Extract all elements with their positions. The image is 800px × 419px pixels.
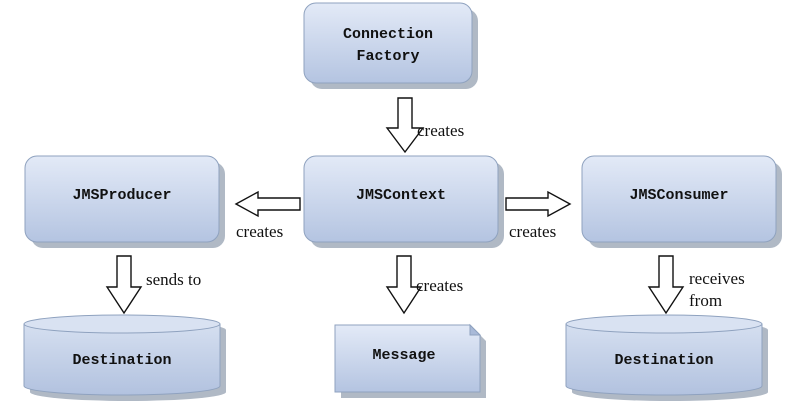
arrow-factory-to-context — [385, 97, 425, 154]
message-node: Message — [334, 323, 486, 398]
jms-producer-node: JMSProducer — [24, 155, 225, 248]
edge-label-context-to-consumer: creates — [509, 222, 556, 241]
jms-context-node: JMSContext — [303, 155, 504, 248]
arrow-context-to-consumer — [505, 190, 572, 218]
jms-consumer-node: JMSConsumer — [581, 155, 782, 248]
edge-label-consumer-from-destination-line1: receives — [689, 269, 745, 288]
edge-label-context-to-producer: creates — [236, 222, 283, 241]
jms-consumer-label: JMSConsumer — [629, 187, 728, 204]
destination-right-node: Destination — [565, 314, 768, 401]
edge-label-consumer-from-destination-line2: from — [689, 291, 722, 310]
arrow-context-to-producer — [234, 190, 301, 218]
arrow-context-to-message — [385, 255, 423, 315]
jms-producer-label: JMSProducer — [72, 187, 171, 204]
connection-factory-node: Connection Factory — [303, 2, 478, 89]
message-label: Message — [372, 347, 435, 364]
edge-label-context-to-message: creates — [416, 276, 463, 295]
jms-context-label: JMSContext — [356, 187, 446, 204]
edge-label-factory-to-context: creates — [417, 121, 464, 140]
destination-left-label: Destination — [72, 352, 171, 369]
edge-label-producer-to-destination: sends to — [146, 270, 201, 289]
connection-factory-label-line1: Connection — [343, 26, 433, 43]
destination-right-label: Destination — [614, 352, 713, 369]
arrow-destination-to-consumer — [647, 255, 685, 315]
arrow-producer-to-destination — [105, 255, 143, 315]
destination-left-node: Destination — [23, 314, 226, 401]
connection-factory-label-line2: Factory — [356, 48, 419, 65]
